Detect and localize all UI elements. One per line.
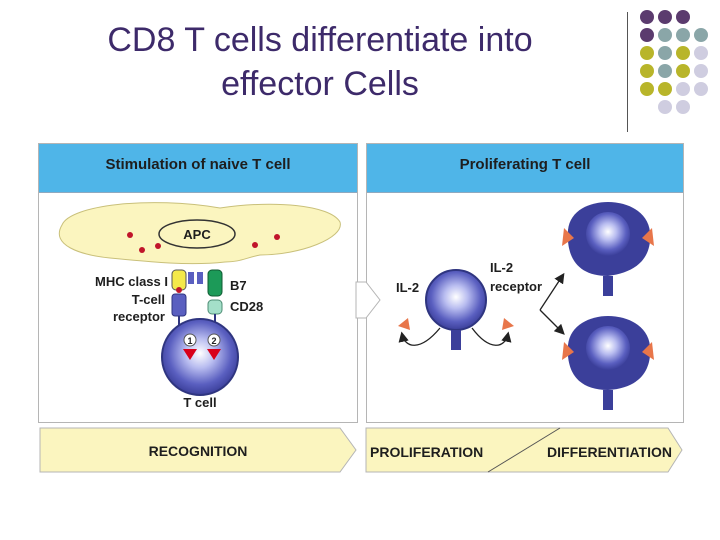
title-line-1: CD8 T cells differentiate into xyxy=(107,21,533,59)
dot xyxy=(640,10,654,24)
tcr-molecule xyxy=(171,293,187,317)
signal-1-label: 1 xyxy=(187,336,192,346)
dot xyxy=(694,46,708,60)
antigen-peptide xyxy=(176,287,182,293)
daughter-cell-bottom-nucleus xyxy=(586,326,630,370)
cell-tail xyxy=(603,390,613,410)
t-cell-label: T cell xyxy=(183,395,216,410)
decorative-dot-grid xyxy=(640,10,720,120)
dot xyxy=(658,10,672,24)
b7-molecule xyxy=(207,269,223,297)
il2-binding-arrow xyxy=(471,327,512,346)
panel-transition-arrow xyxy=(355,281,381,319)
il2-receptor-left xyxy=(562,228,574,246)
dot xyxy=(676,100,690,114)
mhc-stalk xyxy=(197,272,203,284)
apc-label: APC xyxy=(183,227,211,242)
b7-label: B7 xyxy=(230,278,247,293)
dot xyxy=(676,46,690,60)
apc-nucleus xyxy=(158,219,236,249)
mhc-stalk xyxy=(188,272,194,284)
cd28-label: CD28 xyxy=(230,299,263,314)
signal-1-badge xyxy=(183,333,197,347)
dot xyxy=(640,28,654,42)
il2-receptor-label-line2: receptor xyxy=(490,279,542,294)
signal-2-badge xyxy=(207,333,221,347)
proliferation-label: PROLIFERATION xyxy=(370,444,483,460)
dot xyxy=(640,82,654,96)
proliferating-t-cell xyxy=(425,269,487,331)
differentiation-label: DIFFERENTIATION xyxy=(547,444,672,460)
dot xyxy=(658,28,672,42)
dot xyxy=(658,82,672,96)
il2-receptor-right xyxy=(642,342,654,360)
cell-tail xyxy=(603,276,613,296)
dot xyxy=(640,46,654,60)
division-arrow-down xyxy=(539,309,565,335)
mhc-class-i-label: MHC class I xyxy=(95,274,168,289)
apc-granule xyxy=(127,232,133,238)
dot xyxy=(694,82,708,96)
apc-granule xyxy=(274,234,280,240)
recognition-banner xyxy=(39,427,357,473)
naive-t-cell xyxy=(161,318,239,396)
apc-granule xyxy=(155,243,161,249)
right-panel-title: Proliferating T cell xyxy=(459,156,591,173)
left-panel-header: Stimulation of naive T cell xyxy=(39,144,357,193)
title-divider xyxy=(627,12,628,132)
apc-granule xyxy=(139,247,145,253)
tcr-label-line1: T-cell xyxy=(132,292,165,307)
dot xyxy=(640,64,654,78)
il2-receptor-right xyxy=(642,228,654,246)
recognition-label: RECOGNITION xyxy=(149,443,248,459)
dot xyxy=(676,10,690,24)
dot xyxy=(676,64,690,78)
title-line-2: effector Cells xyxy=(221,65,419,103)
dot xyxy=(676,28,690,42)
dot xyxy=(658,100,672,114)
tcr-label-line2: receptor xyxy=(113,309,165,324)
cell-tail xyxy=(451,330,461,350)
left-panel-title: Stimulation of naive T cell xyxy=(105,156,291,173)
il2-receptor-molecule xyxy=(502,318,514,330)
division-arrow-up xyxy=(539,272,565,311)
signal-2-arrow xyxy=(207,349,221,360)
dot xyxy=(694,28,708,42)
il2-molecule xyxy=(398,318,410,330)
banner-diagonal-divider xyxy=(487,427,561,473)
apc-granule xyxy=(252,242,258,248)
daughter-cell-top-nucleus xyxy=(586,212,630,256)
dot xyxy=(676,82,690,96)
dot xyxy=(658,64,672,78)
cd28-molecule xyxy=(207,299,223,315)
dot xyxy=(658,46,672,60)
slide-title: CD8 T cells differentiate into effector … xyxy=(30,18,610,106)
right-panel-header: Proliferating T cell xyxy=(367,144,683,193)
il2-receptor-label-line1: IL-2 xyxy=(490,260,513,275)
il2-secretion-arrow xyxy=(398,327,441,346)
signal-1-arrow xyxy=(183,349,197,360)
signal-2-label: 2 xyxy=(211,336,216,346)
dot xyxy=(694,64,708,78)
il2-receptor-left xyxy=(562,342,574,360)
il2-label: IL-2 xyxy=(396,280,419,295)
